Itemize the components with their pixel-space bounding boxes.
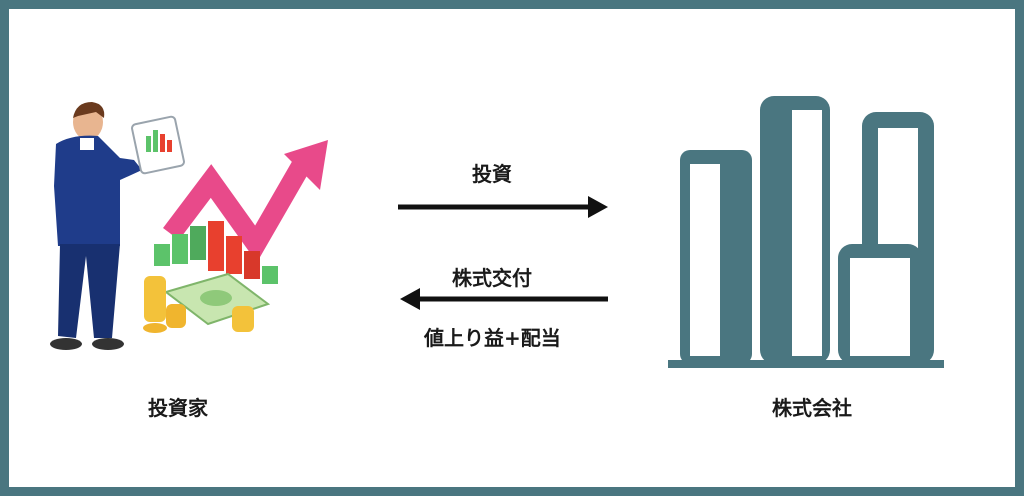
returns-label: 値上り益+配当 bbox=[424, 326, 561, 350]
company-label: 株式会社 bbox=[772, 396, 852, 420]
office-buildings-icon bbox=[668, 96, 944, 368]
stock-issuance-label: 株式交付 bbox=[452, 266, 532, 290]
coin-stack-icon bbox=[143, 276, 254, 333]
investment-arrow bbox=[398, 196, 608, 218]
investor-label: 投資家 bbox=[148, 396, 208, 420]
trend-arrow-icon bbox=[163, 140, 328, 263]
company-illustration bbox=[668, 96, 944, 368]
bar-chart-icon bbox=[154, 221, 278, 284]
businessman-icon bbox=[50, 102, 185, 350]
returns-arrow bbox=[400, 288, 608, 310]
investment-label: 投資 bbox=[472, 162, 512, 186]
investor-illustration bbox=[50, 102, 328, 350]
